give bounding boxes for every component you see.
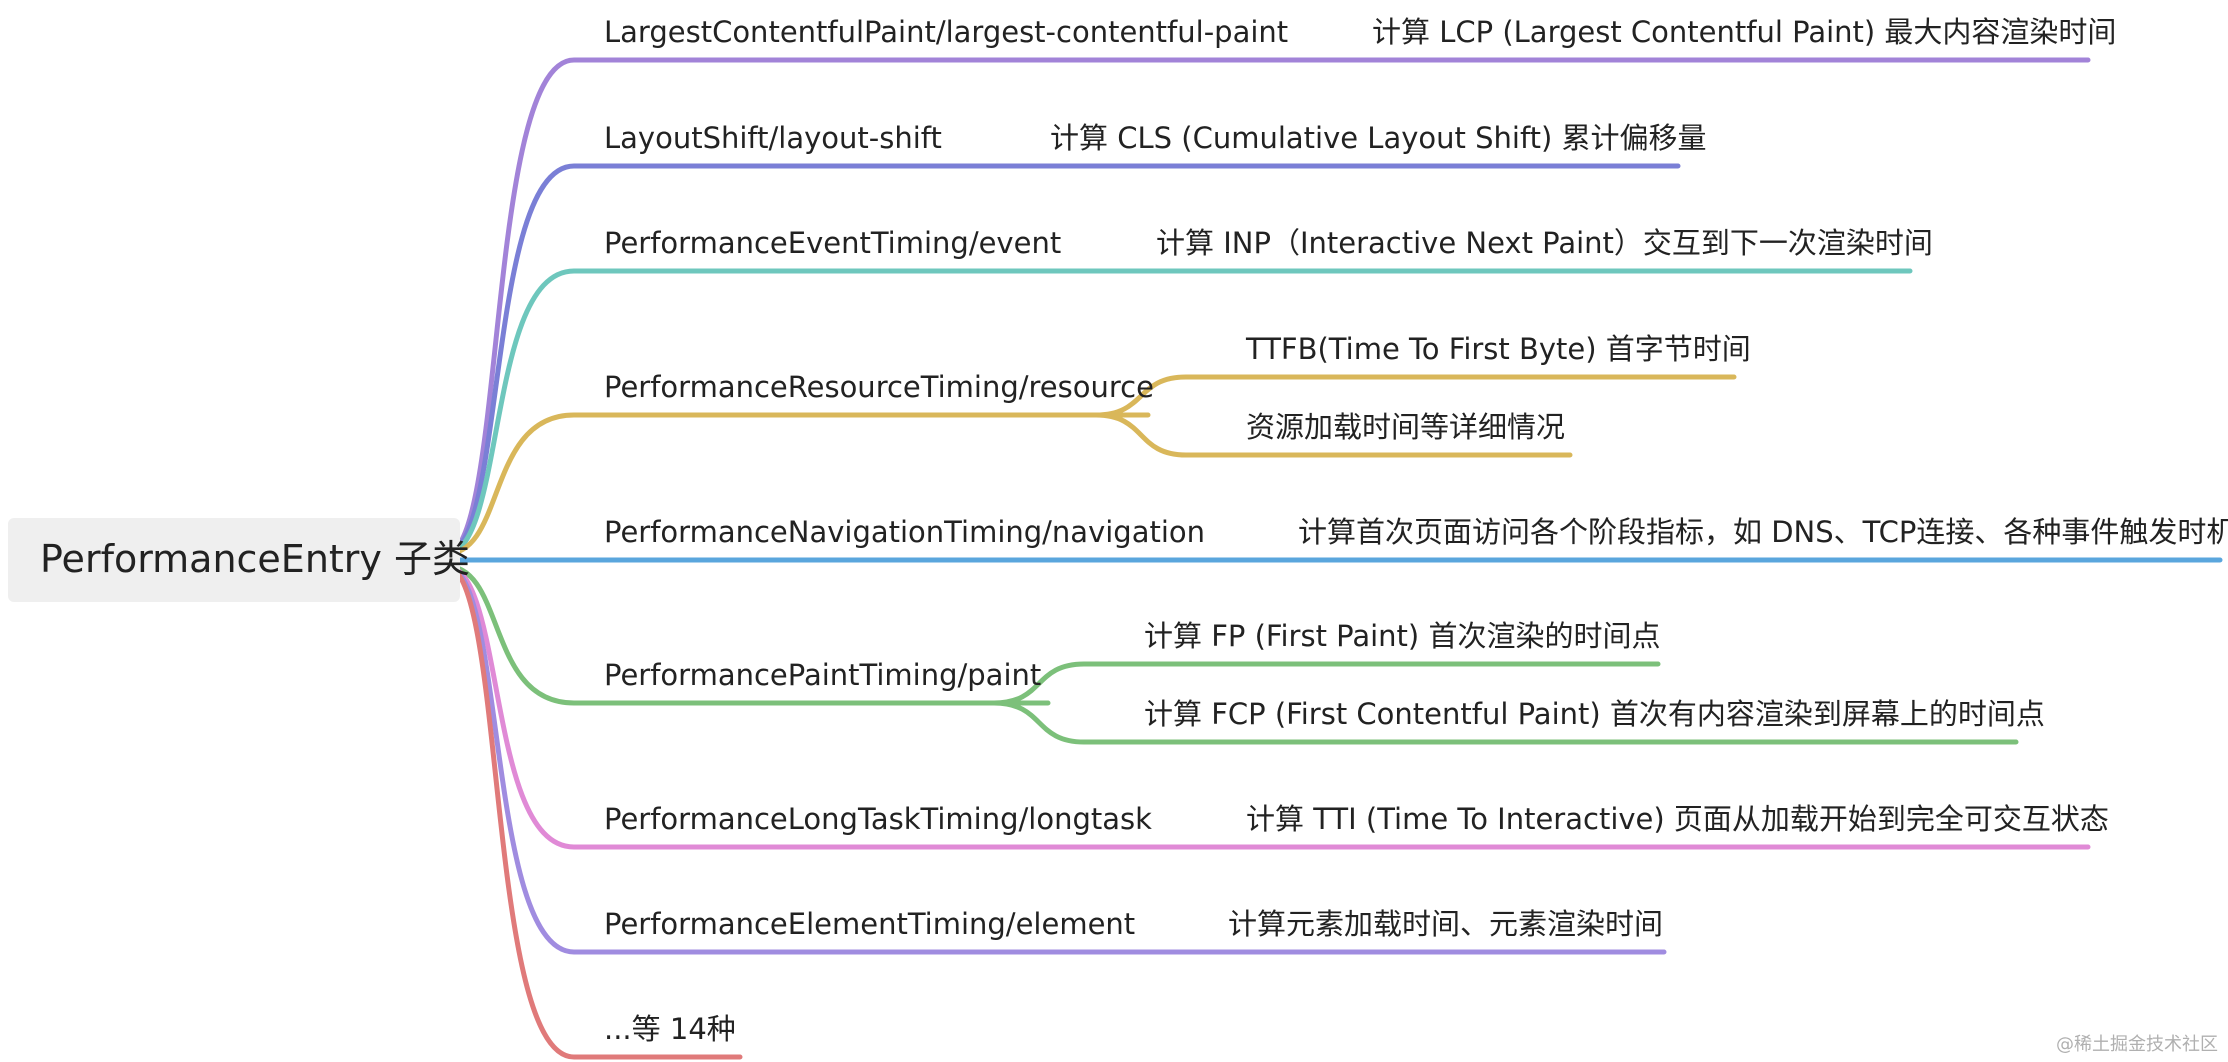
branch-edge — [443, 563, 2091, 850]
branch-node-label[interactable]: PerformanceResourceTiming/resource — [604, 370, 1154, 404]
mindmap-edges — [443, 57, 2223, 1060]
child-node-label[interactable]: 计算 CLS (Cumulative Layout Shift) 累计偏移量 — [1050, 121, 1707, 155]
child-edge — [991, 700, 2019, 745]
child-node-label[interactable]: 计算元素加载时间、元素渲染时间 — [1228, 907, 1663, 941]
mindmap-nodes: LargestContentfulPaint/largest-contentfu… — [604, 15, 2228, 1046]
branch-edge — [443, 163, 1681, 557]
branch-node-label[interactable]: LargestContentfulPaint/largest-contentfu… — [604, 15, 1288, 49]
child-node-label[interactable]: TTFB(Time To First Byte) 首字节时间 — [1245, 332, 1751, 366]
child-node-label[interactable]: 计算 FP (First Paint) 首次渲染的时间点 — [1144, 619, 1660, 653]
branch-edge — [443, 563, 743, 1060]
branch-edge — [443, 412, 1151, 557]
branch-edge — [443, 268, 1913, 557]
branch-node-label[interactable]: PerformanceElementTiming/element — [604, 907, 1135, 941]
child-node-label[interactable]: 计算首次页面访问各个阶段指标，如 DNS、TCP连接、各种事件触发时机 — [1298, 515, 2228, 549]
child-node-label[interactable]: 计算 LCP (Largest Contentful Paint) 最大内容渲染… — [1372, 15, 2116, 49]
child-node-label[interactable]: 计算 TTI (Time To Interactive) 页面从加载开始到完全可… — [1246, 802, 2109, 836]
root-node-label: PerformanceEntry 子类 — [40, 537, 470, 581]
child-node-label[interactable]: 计算 FCP (First Contentful Paint) 首次有内容渲染到… — [1144, 697, 2045, 731]
child-node-label[interactable]: 计算 INP（Interactive Next Paint）交互到下一次渲染时间 — [1156, 226, 1933, 260]
branch-node-label[interactable]: ...等 14种 — [604, 1012, 736, 1046]
watermark: @稀土掘金技术社区 — [2056, 1034, 2218, 1055]
branch-edge — [443, 563, 1051, 706]
branch-node-label[interactable]: LayoutShift/layout-shift — [604, 121, 942, 155]
child-edge — [991, 661, 1661, 706]
root-node-box[interactable] — [8, 518, 460, 602]
branch-node-label[interactable]: PerformancePaintTiming/paint — [604, 658, 1041, 692]
branch-node-label[interactable]: PerformanceNavigationTiming/navigation — [604, 515, 1205, 549]
child-node-label[interactable]: 资源加载时间等详细情况 — [1246, 410, 1565, 444]
child-edge — [1093, 374, 1737, 418]
child-edge — [1093, 412, 1573, 458]
branch-node-label[interactable]: PerformanceEventTiming/event — [604, 226, 1061, 260]
branch-node-label[interactable]: PerformanceLongTaskTiming/longtask — [604, 802, 1152, 836]
